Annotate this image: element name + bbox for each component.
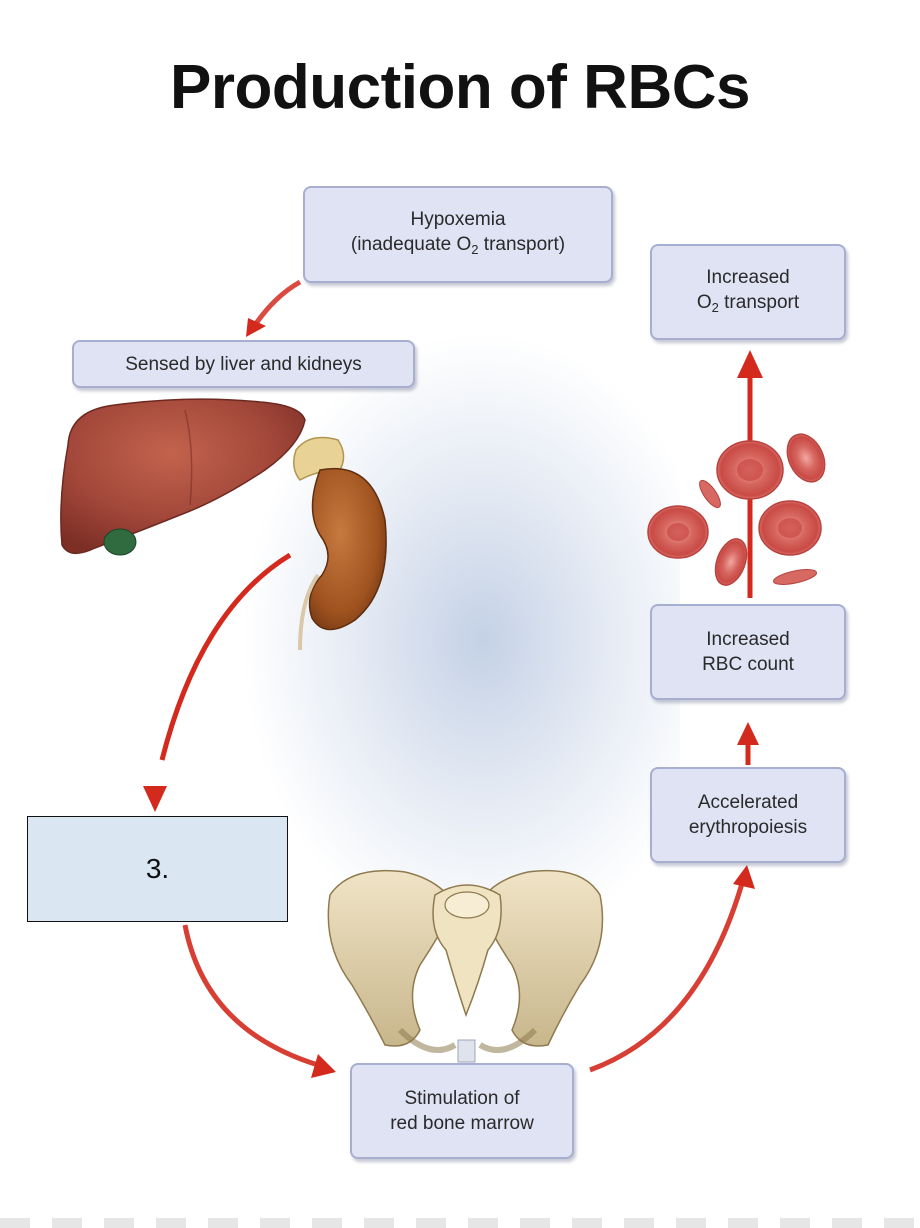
kidney-illustration [293,436,387,651]
hypoxemia-box: Hypoxemia (inadequate O2 transport) [303,186,613,283]
stimulation-line2: red bone marrow [390,1113,534,1134]
increased-o2-line1: Increased [706,266,790,288]
accelerated-box: Accelerated erythropoiesis [650,767,846,863]
accelerated-line2: erythropoiesis [688,817,808,838]
increased-rbc-box: Increased RBC count [650,604,846,700]
sensed-box: Sensed by liver and kidneys [72,340,415,388]
hypoxemia-line2: (inadequate O2 transport) [350,234,566,257]
background-glow [240,330,680,950]
footer-divider [0,1218,920,1228]
arrow-to-rbc-count [737,722,759,765]
accelerated-line1: Accelerated [697,792,799,813]
liver-illustration [60,398,306,556]
answer-box-3[interactable]: 3. [27,816,288,922]
increased-o2-box: Increased O2 transport [650,244,846,340]
page-title: Production of RBCs [170,53,750,122]
increased-o2-line2: O2 transport [696,291,800,315]
arrow-hypoxemia-to-sensed [246,279,302,337]
increased-rbc-line1: Increased [706,629,790,650]
arrow-to-stimulation [182,924,336,1078]
arrow-to-accelerated [589,865,755,1073]
sensed-label: Sensed by liver and kidneys [125,353,362,375]
hypoxemia-line1: Hypoxemia [410,209,506,230]
arrow-liver-down [143,530,167,812]
stimulation-line1: Stimulation of [404,1088,520,1109]
answer-label: 3. [145,853,170,884]
arrow-kidney-curve [159,552,292,761]
pelvis-illustration [327,869,604,1063]
increased-rbc-line2: RBC count [702,654,794,675]
red-blood-cells-illustration [647,433,826,586]
stimulation-box: Stimulation of red bone marrow [350,1063,574,1159]
